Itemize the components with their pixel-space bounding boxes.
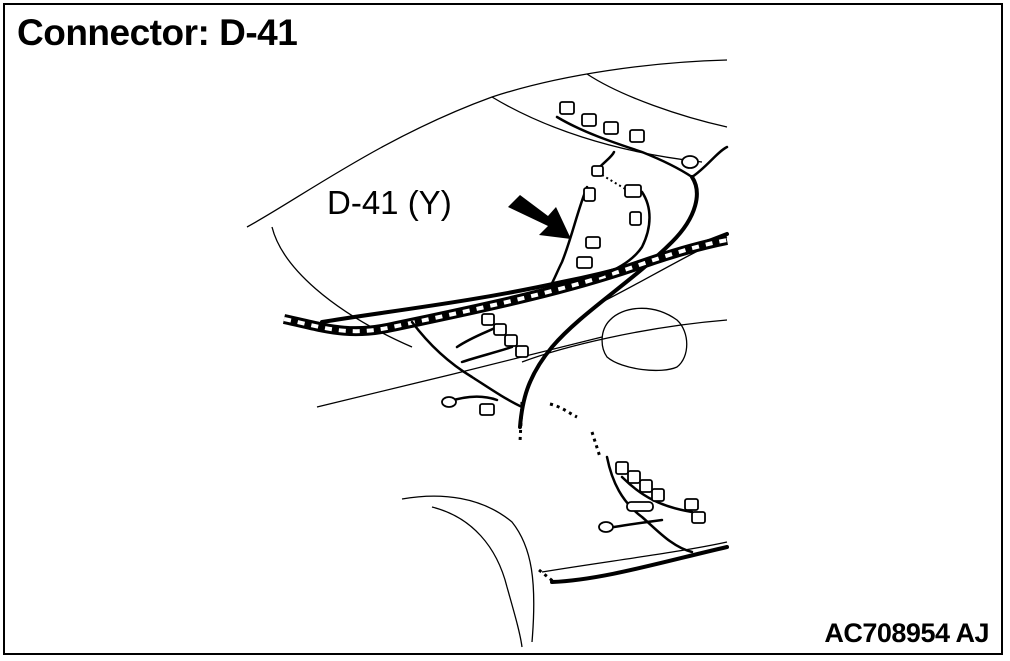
connector-icon <box>626 501 654 512</box>
diagram-frame: Connector: D-41 <box>3 3 1003 655</box>
callout-arrow-icon <box>508 195 571 239</box>
connector-icon <box>479 403 495 416</box>
connector-icon <box>651 488 665 502</box>
connector-icon <box>515 345 529 358</box>
ground-terminal-icon <box>681 155 699 169</box>
vehicle-body-outline <box>246 59 728 648</box>
connector-icon <box>481 313 495 326</box>
diagram-title: Connector: D-41 <box>17 12 298 53</box>
taped-harness <box>282 235 728 584</box>
main-harness <box>320 175 729 584</box>
connector-icon <box>629 129 645 143</box>
connector-icon <box>639 479 653 493</box>
figure-code: AC708954 AJ <box>824 618 989 648</box>
connector-icon <box>624 184 642 198</box>
connector-icon <box>504 334 518 347</box>
connector-icon <box>581 113 597 127</box>
connector-icon <box>629 211 642 226</box>
branch-wires <box>410 115 729 554</box>
connector-icon <box>493 323 507 336</box>
dotted-leader <box>601 174 628 191</box>
connector-icon <box>615 461 629 475</box>
connector-icon <box>691 511 706 524</box>
d41-connector-icon <box>585 236 601 249</box>
connector-icon <box>583 187 596 202</box>
connector-icon <box>627 470 641 484</box>
connector-icon <box>684 498 699 511</box>
connector-icon <box>576 256 593 269</box>
connector-icon <box>603 121 619 135</box>
ground-terminal-icon <box>441 396 457 408</box>
harness-connectors <box>441 101 706 533</box>
vehicle-harness-drawing: D-41 (Y) <box>246 59 729 648</box>
connector-icon <box>591 165 604 177</box>
connector-icon <box>559 101 575 115</box>
callout-label: D-41 (Y) <box>327 184 452 221</box>
ground-terminal-icon <box>598 521 614 533</box>
